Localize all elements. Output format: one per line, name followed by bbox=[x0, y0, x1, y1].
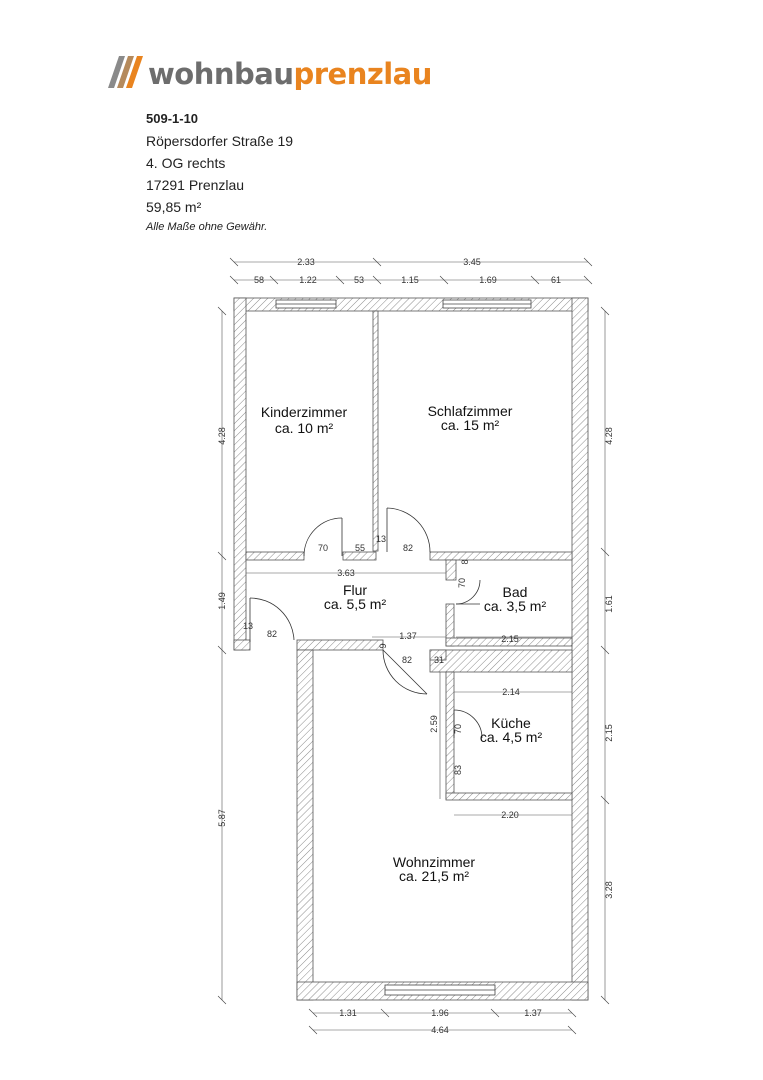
room-flur-name: Flur bbox=[343, 582, 367, 598]
dim-right-328: 3.28 bbox=[604, 881, 614, 899]
room-kinder-area: ca. 10 m² bbox=[275, 420, 334, 436]
room-bad-name: Bad bbox=[503, 584, 528, 600]
dim-flur-82: 82 bbox=[267, 629, 277, 639]
apartment-city: 17291 Prenzlau bbox=[146, 177, 245, 193]
dim-wohn-82: 82 bbox=[402, 655, 412, 665]
dimension-labels: 2.33 3.45 58 1.22 53 1.15 1.69 61 4.28 1… bbox=[217, 257, 614, 1035]
room-kueche-area: ca. 4,5 m² bbox=[480, 729, 543, 745]
apartment-street: Röpersdorfer Straße 19 bbox=[146, 133, 294, 149]
brand-part-1: wohnbau bbox=[148, 57, 294, 91]
disclaimer-note: Alle Maße ohne Gewähr. bbox=[146, 221, 268, 233]
dim-top-left: 2.33 bbox=[297, 257, 315, 267]
dim-bottom-464: 4.64 bbox=[431, 1025, 449, 1035]
room-wohn-name: Wohnzimmer bbox=[393, 854, 476, 870]
dim-flur-363: 3.63 bbox=[337, 568, 355, 578]
dim-kueche-214: 2.14 bbox=[502, 687, 520, 697]
room-labels: Kinderzimmer ca. 10 m² Schlafzimmer ca. … bbox=[261, 403, 547, 884]
dim-169: 1.69 bbox=[479, 275, 497, 285]
room-wohn-area: ca. 21,5 m² bbox=[399, 868, 469, 884]
dim-bad-215: 2.15 bbox=[501, 634, 519, 644]
dim-kueche-220: 2.20 bbox=[501, 810, 519, 820]
room-kueche-name: Küche bbox=[491, 715, 531, 731]
dim-right-215: 2.15 bbox=[604, 724, 614, 742]
dim-door-70a: 70 bbox=[318, 543, 328, 553]
apartment-info: 509-1-10 Röpersdorfer Straße 19 4. OG re… bbox=[146, 108, 293, 236]
dim-wohn-31: 31 bbox=[434, 655, 444, 665]
dim-left-587: 5.87 bbox=[217, 809, 227, 827]
door-swings bbox=[249, 507, 483, 739]
dim-right-161: 1.61 bbox=[604, 595, 614, 613]
brand-wordmark: wohnbauprenzlau bbox=[148, 57, 432, 91]
dim-left-428: 4.28 bbox=[217, 427, 227, 445]
apartment-id: 509-1-10 bbox=[146, 111, 199, 126]
dim-bottom-196: 1.96 bbox=[431, 1008, 449, 1018]
apartment-area: 59,85 m² bbox=[146, 199, 202, 215]
dim-left-149: 1.49 bbox=[217, 592, 227, 610]
brand-part-2: prenzlau bbox=[293, 57, 432, 91]
dimension-lines bbox=[217, 257, 610, 1035]
apartment-floor: 4. OG rechts bbox=[146, 155, 226, 171]
room-kinder-name: Kinderzimmer bbox=[261, 404, 348, 420]
dim-53: 53 bbox=[354, 275, 364, 285]
dim-wohn-9: 9 bbox=[378, 643, 388, 648]
dim-kueche-83: 83 bbox=[453, 765, 463, 775]
brand-logo-mark bbox=[108, 56, 143, 88]
dim-flur-137: 1.37 bbox=[399, 631, 417, 641]
dim-bad-8: 8 bbox=[460, 559, 470, 564]
room-bad-area: ca. 3,5 m² bbox=[484, 598, 547, 614]
room-schlaf-area: ca. 15 m² bbox=[441, 417, 500, 433]
dim-door-13a: 13 bbox=[376, 534, 386, 544]
dim-bad-70: 70 bbox=[457, 578, 467, 588]
dim-58: 58 bbox=[254, 275, 264, 285]
room-schlaf-name: Schlafzimmer bbox=[428, 403, 513, 419]
dim-top-right: 3.45 bbox=[463, 257, 481, 267]
room-flur-area: ca. 5,5 m² bbox=[324, 596, 387, 612]
dim-115: 1.15 bbox=[401, 275, 419, 285]
dim-bottom-137: 1.37 bbox=[524, 1008, 542, 1018]
dim-bottom-131: 1.31 bbox=[339, 1008, 357, 1018]
dim-door-55: 55 bbox=[355, 543, 365, 553]
dim-door-82a: 82 bbox=[403, 543, 413, 553]
dim-kueche-259: 2.59 bbox=[429, 715, 439, 733]
dim-flur-13: 13 bbox=[243, 621, 253, 631]
dim-kueche-70: 70 bbox=[453, 724, 463, 734]
dim-61: 61 bbox=[551, 275, 561, 285]
windows bbox=[275, 299, 532, 996]
dim-122: 1.22 bbox=[299, 275, 317, 285]
dim-right-428: 4.28 bbox=[604, 427, 614, 445]
